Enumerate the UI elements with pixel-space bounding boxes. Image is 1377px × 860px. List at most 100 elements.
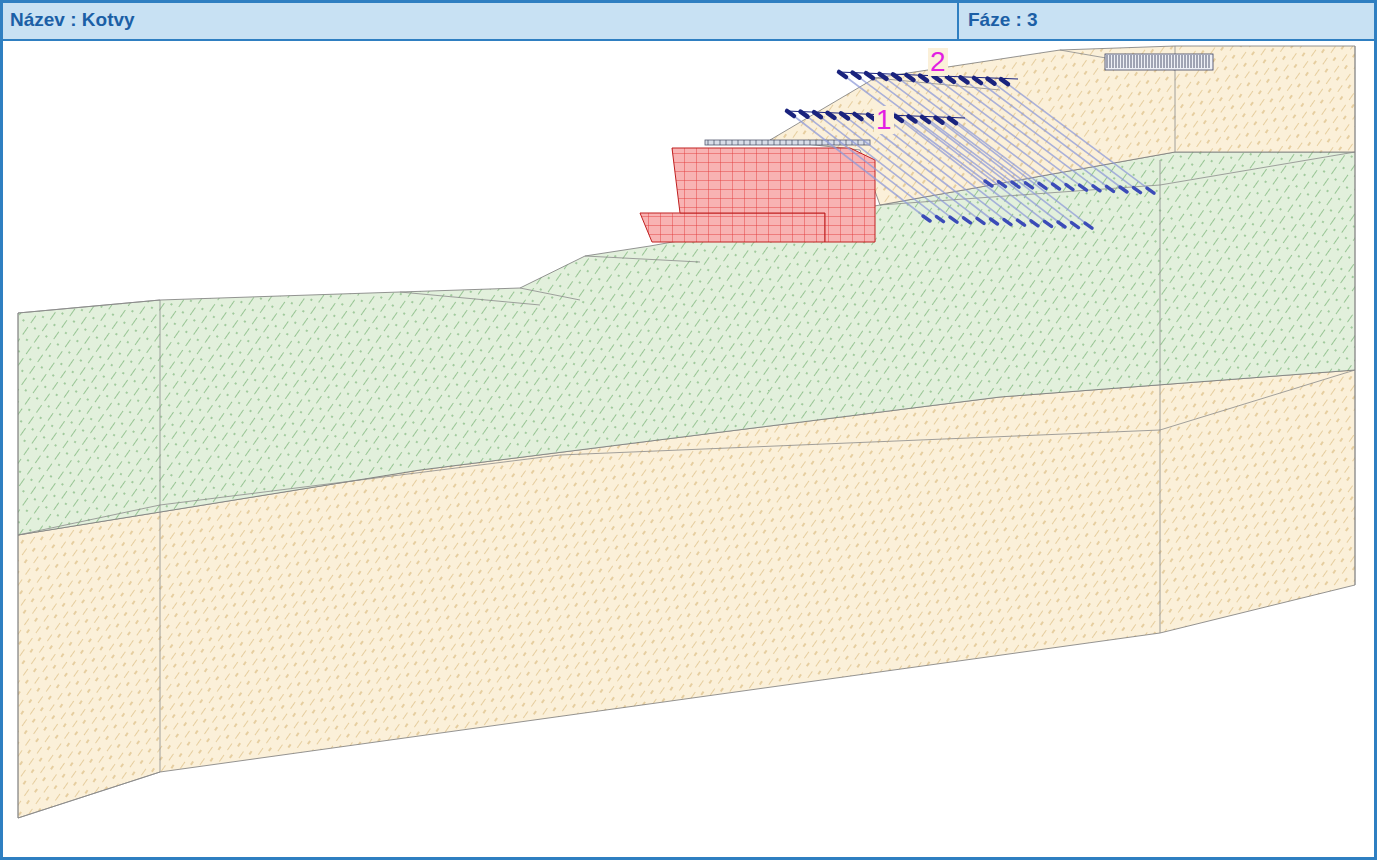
anchor-head <box>947 77 954 82</box>
header-rule <box>0 39 1377 41</box>
model-edge <box>1160 152 1355 185</box>
anchor-tendon <box>925 119 1065 227</box>
anchor-root <box>1012 182 1019 187</box>
anchor-root <box>1080 185 1087 190</box>
anchor-tendon <box>842 74 992 186</box>
anchor-head <box>936 118 943 123</box>
anchor-root <box>937 217 944 222</box>
header-title: Název : Kotvy <box>10 9 135 31</box>
model-edge <box>18 313 19 818</box>
anchor-tendon <box>939 120 1079 228</box>
anchor-root <box>1053 184 1060 189</box>
load-tick <box>1140 55 1141 68</box>
beam-tick <box>780 140 781 145</box>
anchor-root <box>991 219 998 224</box>
anchor-head <box>920 76 927 81</box>
load-tick <box>1200 55 1201 68</box>
load-tick <box>1122 55 1123 68</box>
anchor-root <box>1039 183 1046 188</box>
load-tick <box>1161 55 1162 68</box>
anchor-head <box>988 79 995 84</box>
beam-tick <box>834 140 835 145</box>
anchor-root <box>985 181 992 186</box>
model-edge <box>1355 46 1356 585</box>
anchor-tendon <box>977 80 1127 192</box>
load-strip <box>1105 54 1213 70</box>
callout-number: 1 <box>874 106 894 134</box>
load-tick <box>1131 55 1132 68</box>
anchor-tendon <box>950 79 1100 191</box>
anchor-root <box>1093 186 1100 191</box>
load-tick <box>1110 55 1111 68</box>
load-tick <box>1146 55 1147 68</box>
anchor-tendon <box>896 76 1046 188</box>
beam-tick <box>846 140 847 145</box>
anchor-root <box>1058 222 1065 227</box>
anchor-root <box>964 218 971 223</box>
load-tick <box>1134 55 1135 68</box>
load-tick <box>1194 55 1195 68</box>
model-edge <box>585 256 700 262</box>
load-tick <box>1137 55 1138 68</box>
model-edge <box>18 505 160 535</box>
anchor-head <box>961 77 968 82</box>
wall-stem <box>672 148 875 242</box>
load-tick <box>1173 55 1174 68</box>
anchor-head <box>907 75 914 80</box>
anchor-tendon <box>1004 81 1154 193</box>
anchor-head <box>909 116 916 121</box>
anchor-root <box>923 216 930 221</box>
load-tick <box>1191 55 1192 68</box>
beam-tick <box>756 140 757 145</box>
load-tick <box>1182 55 1183 68</box>
load-tick <box>1116 55 1117 68</box>
anchor-head <box>880 74 887 79</box>
anchor-root <box>1107 186 1114 191</box>
anchor-tendon <box>991 81 1141 193</box>
anchor-root <box>977 218 984 223</box>
anchor-tendon <box>844 115 984 223</box>
model-edge <box>18 300 160 313</box>
anchor-head <box>934 76 941 81</box>
wall-beam <box>705 140 870 145</box>
surface-load <box>1105 54 1213 70</box>
anchor-root <box>1120 187 1127 192</box>
header-phase: Fáze : 3 <box>968 9 1038 31</box>
anchor-tendon <box>912 118 1052 226</box>
load-tick <box>1125 55 1126 68</box>
load-tick <box>1164 55 1165 68</box>
anchor-root <box>1066 185 1073 190</box>
beam-tick <box>804 140 805 145</box>
model-edge <box>520 288 580 300</box>
anchor-head <box>1001 79 1008 84</box>
retaining-wall <box>640 140 875 242</box>
beam-tick <box>816 140 817 145</box>
anchor-root <box>1018 220 1025 225</box>
anchor-tendon <box>952 120 1092 228</box>
load-tick <box>1203 55 1204 68</box>
model-edge <box>560 430 1160 455</box>
anchor-head <box>893 74 900 79</box>
model-edge <box>18 772 160 818</box>
beam-tick <box>738 140 739 145</box>
beam-tick <box>768 140 769 145</box>
load-tick <box>1143 55 1144 68</box>
model-edge <box>1160 160 1161 633</box>
anchor-head <box>895 116 902 121</box>
beam-tick <box>750 140 751 145</box>
beam-tick <box>714 140 715 145</box>
model-edge <box>1160 370 1355 430</box>
header-bar <box>0 0 1377 40</box>
beam-tick <box>792 140 793 145</box>
load-tick <box>1155 55 1156 68</box>
load-tick <box>1158 55 1159 68</box>
anchor-tendon <box>937 78 1087 190</box>
load-tick <box>1209 55 1210 68</box>
load-tick <box>1197 55 1198 68</box>
load-tick <box>1128 55 1129 68</box>
model-edge <box>160 300 161 772</box>
wall-footing <box>640 213 825 242</box>
load-tick <box>1206 55 1207 68</box>
